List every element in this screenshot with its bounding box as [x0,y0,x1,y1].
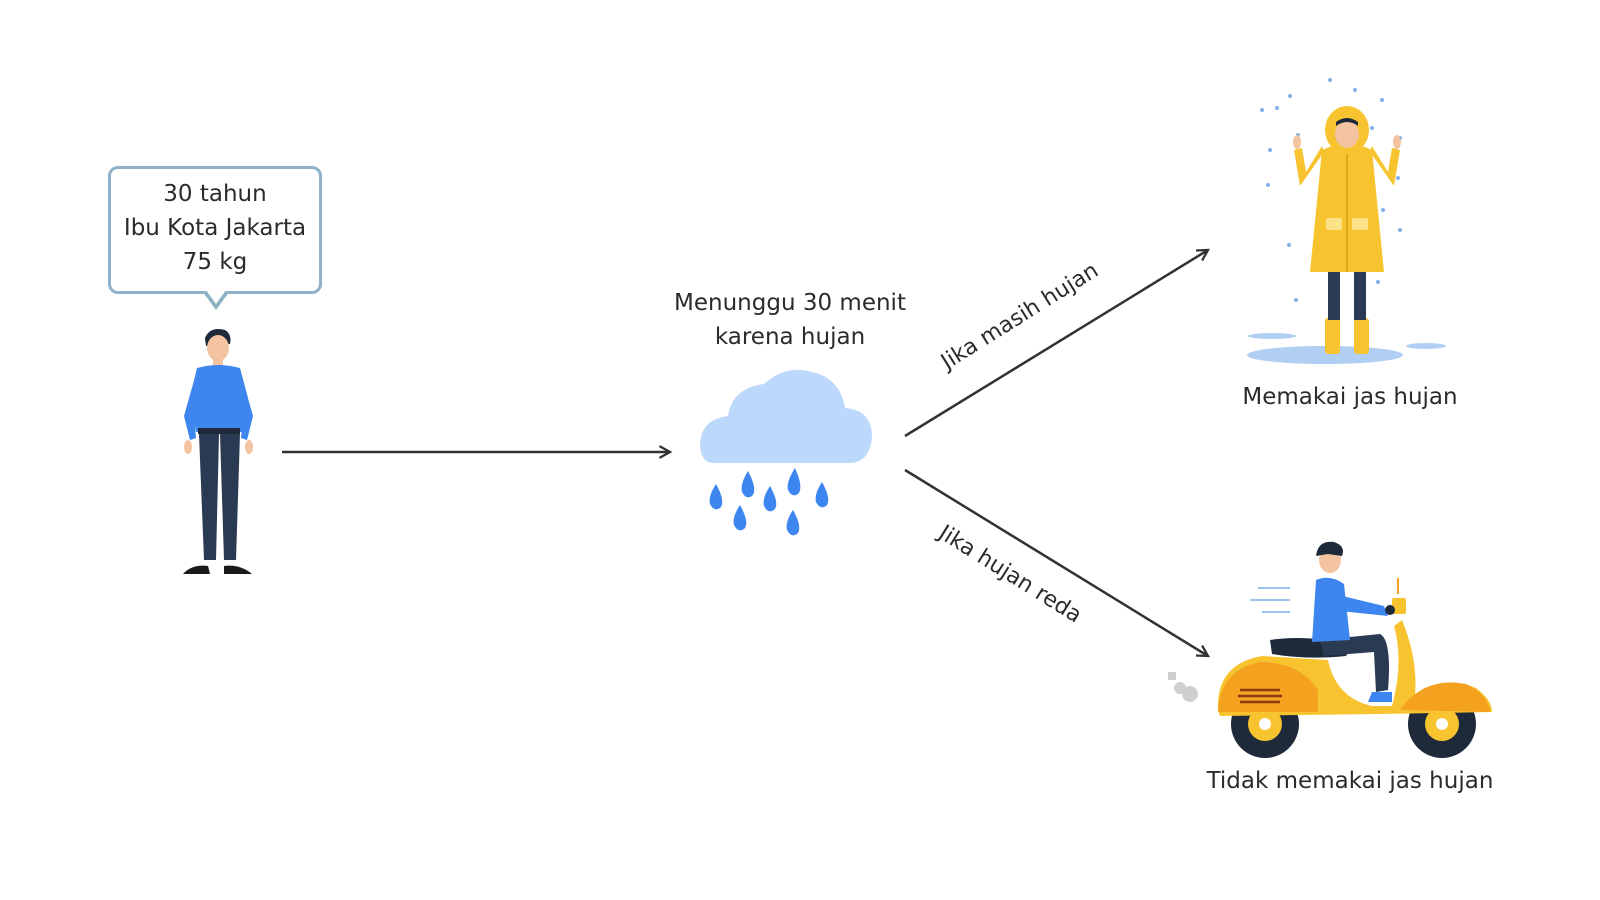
city-label: Ibu Kota Jakarta [123,215,307,241]
waiting-label-line2: karena hujan [714,324,866,350]
info-bubble: 30 tahun Ibu Kota Jakarta 75 kg [108,166,322,294]
scooter-rider-illustration [1168,541,1492,758]
arrow-to-scooter [904,468,1208,656]
scooter-outcome-label: Tidak memakai jas hujan [1206,768,1494,794]
rain-cloud-illustration [700,369,872,536]
age-label: 30 tahun [163,181,267,207]
weight-label: 75 kg [182,249,248,275]
lower-branch-label: Jika hujan reda [934,520,1086,629]
raincoat-person-illustration [1247,78,1446,364]
person-illustration [183,329,253,574]
waiting-label-line1: Menunggu 30 menit [674,290,906,316]
raincoat-outcome-label: Memakai jas hujan [1242,384,1458,410]
upper-branch-label: Jika masih hujan [936,258,1104,375]
